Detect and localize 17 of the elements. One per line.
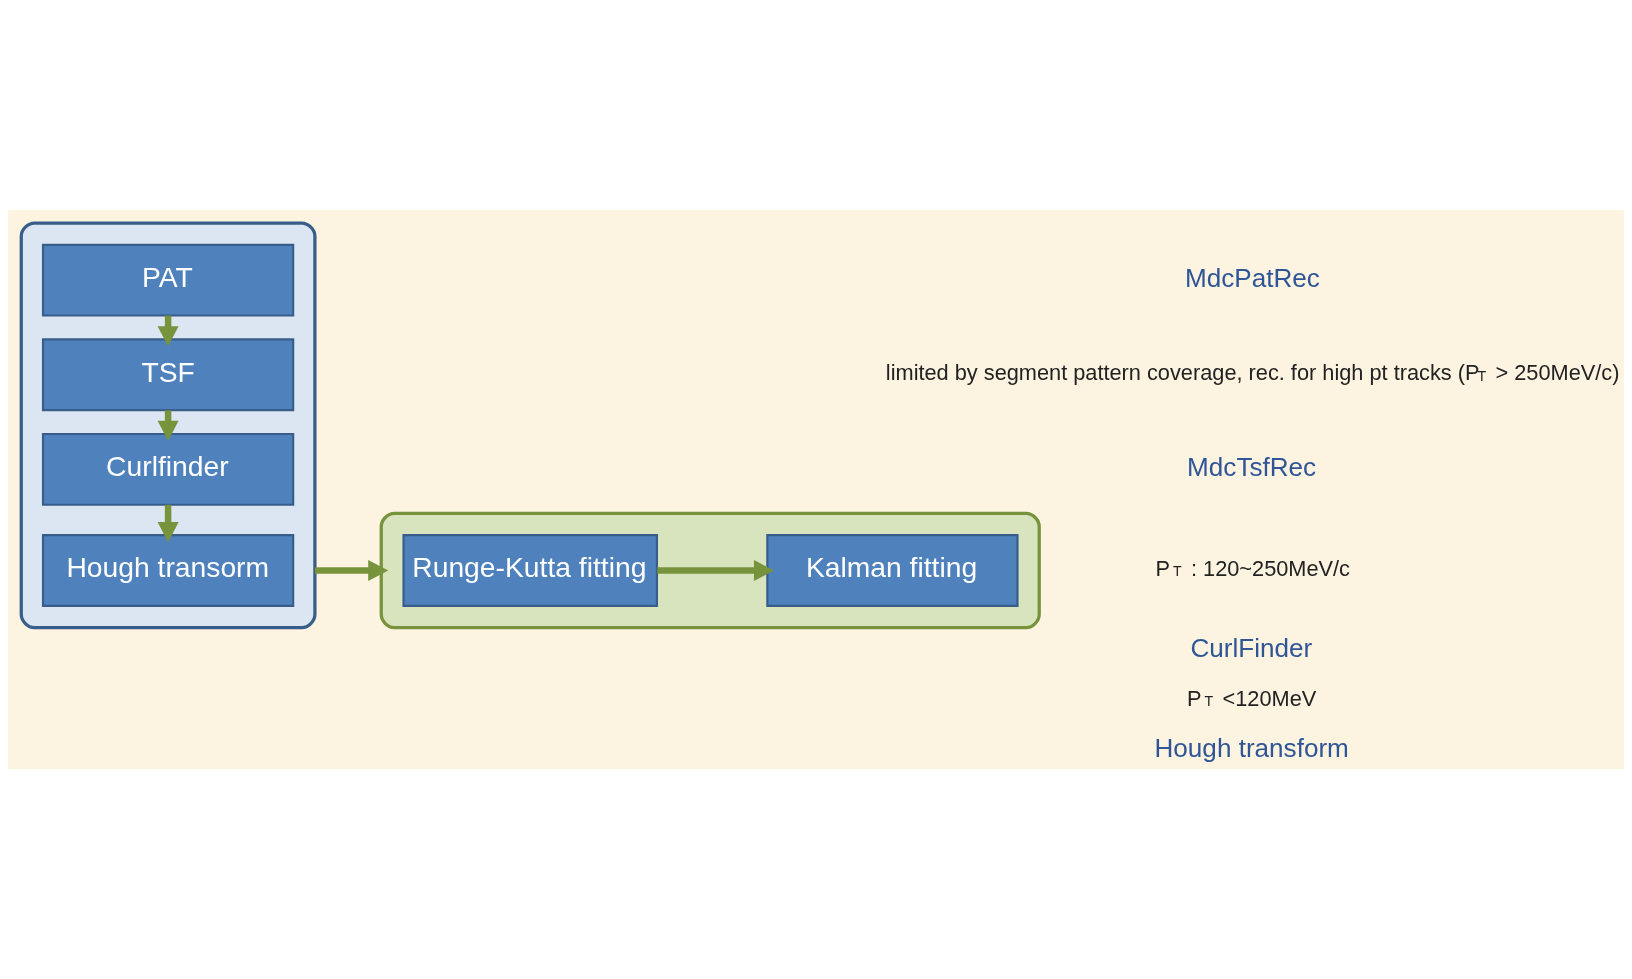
arrow (657, 559, 775, 582)
label: Hough transform (1154, 733, 1349, 764)
cluster (19, 221, 317, 630)
node-box: PAT (41, 243, 295, 317)
node-box: TSF (41, 338, 295, 412)
label: MdcTsfRec (1187, 452, 1317, 483)
arrow (314, 559, 389, 582)
node-box: Curlfinder (41, 432, 295, 506)
node-box: Runge-Kutta fitting (402, 534, 659, 607)
node-box: Hough transorm (41, 534, 295, 607)
label: PT <120MeV (1187, 685, 1317, 711)
cluster (379, 511, 1041, 630)
label: CurlFinder (1190, 633, 1313, 664)
label: limited by segment pattern coverage, rec. for high pt tracks (PT > 250MeV/c) (885, 360, 1620, 386)
arrow (157, 504, 179, 543)
node-box: Kalman fitting (766, 534, 1019, 607)
label: MdcPatRec (1184, 262, 1320, 293)
